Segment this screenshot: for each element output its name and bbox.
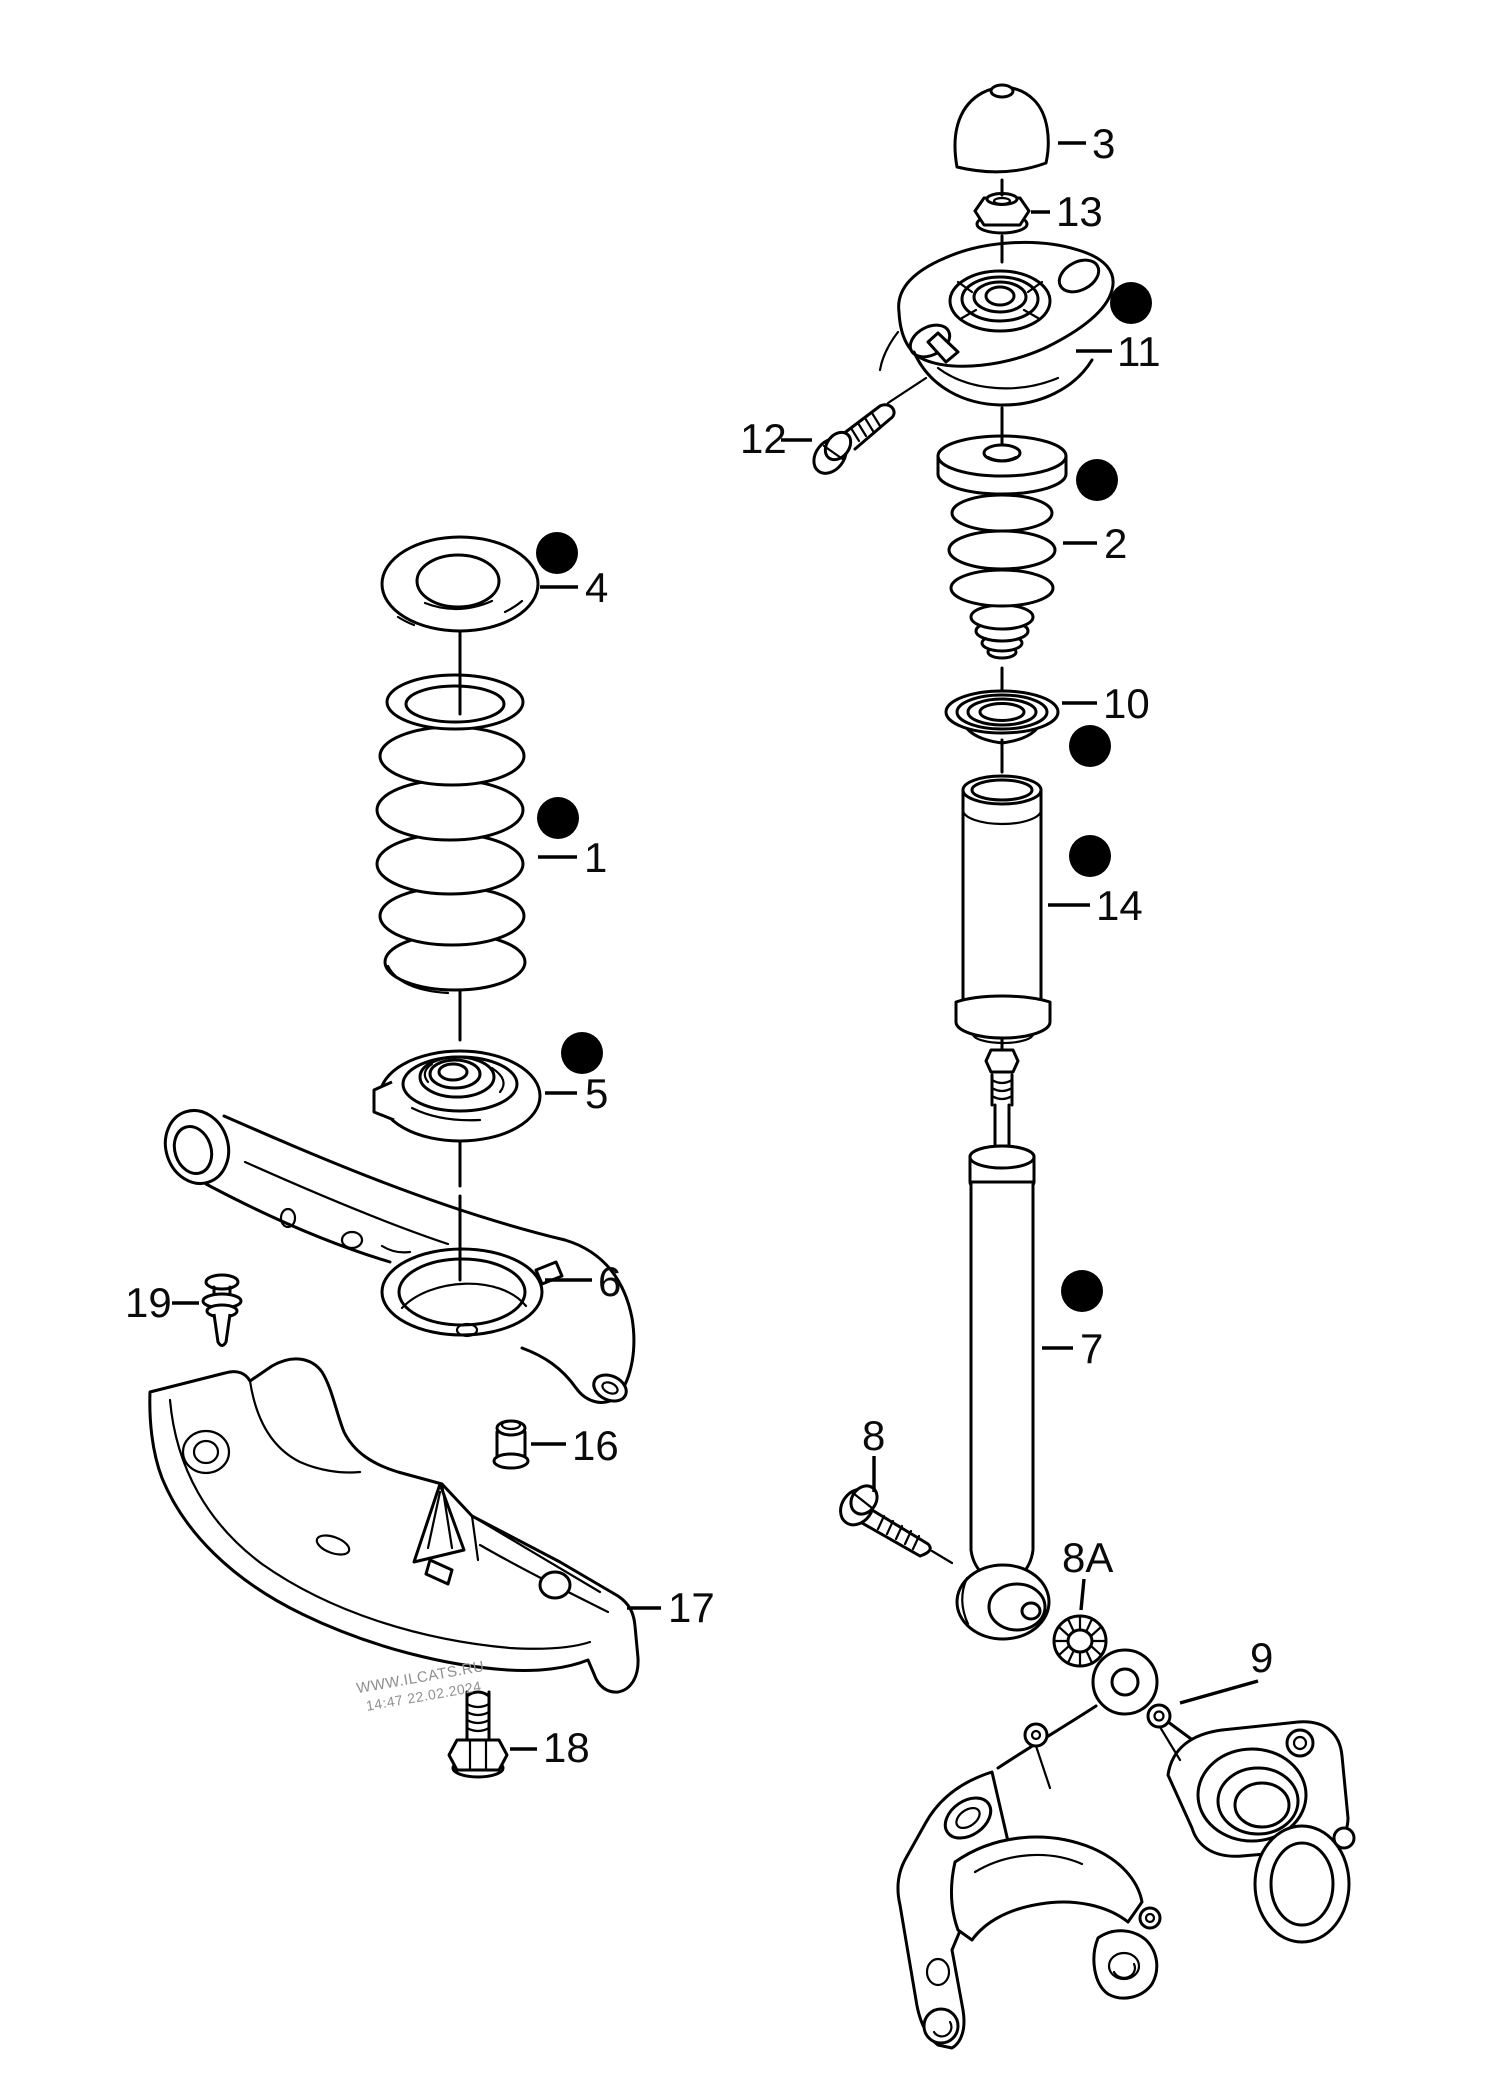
callout-label-1[interactable]: 1 bbox=[584, 834, 607, 881]
bolt-part-12 bbox=[812, 376, 928, 475]
assembly-axis-lines bbox=[458, 178, 1004, 1282]
nut-part-13 bbox=[973, 192, 1031, 235]
spring-cup-part-10 bbox=[944, 689, 1060, 745]
callout-label-13[interactable]: 13 bbox=[1056, 188, 1103, 235]
callout-label-8[interactable]: 8 bbox=[862, 1412, 885, 1459]
callout-label-4[interactable]: 4 bbox=[585, 564, 608, 611]
callout-label-9[interactable]: 9 bbox=[1250, 1634, 1273, 1681]
callout-label-2[interactable]: 2 bbox=[1104, 520, 1127, 567]
callout-label-10[interactable]: 10 bbox=[1103, 680, 1150, 727]
shock-piston-rod bbox=[984, 1048, 1020, 1153]
callout-dot-7[interactable] bbox=[1061, 1270, 1103, 1312]
lower-spring-seat-part-5 bbox=[372, 1049, 542, 1143]
cover-plate-part-17 bbox=[148, 1357, 640, 1694]
callout-label-6[interactable]: 6 bbox=[598, 1258, 621, 1305]
wheel-bearing-housing-part-9 bbox=[896, 1648, 1356, 2050]
callout-leader-9 bbox=[1179, 1679, 1259, 1705]
upper-spring-pad-part-4 bbox=[380, 535, 540, 633]
callout-leader-8A bbox=[1079, 1578, 1086, 1611]
buffer-sleeve-part-16 bbox=[492, 1419, 530, 1470]
coil-spring-part-1 bbox=[375, 673, 527, 995]
strut-top-mount-part-11 bbox=[878, 240, 1115, 407]
callout-label-7[interactable]: 7 bbox=[1080, 1325, 1103, 1372]
callout-label-11[interactable]: 11 bbox=[1117, 328, 1161, 375]
callout-label-12[interactable]: 12 bbox=[740, 415, 787, 462]
callout-dot-14[interactable] bbox=[1069, 835, 1111, 877]
expander-rivet-part-19 bbox=[201, 1273, 243, 1347]
callout-dot-10[interactable] bbox=[1069, 725, 1111, 767]
shock-absorber-part-7 bbox=[955, 1144, 1051, 1641]
callout-dot-1[interactable] bbox=[537, 797, 579, 839]
callout-label-3[interactable]: 3 bbox=[1092, 120, 1115, 167]
bump-stop-part-2 bbox=[936, 434, 1068, 660]
callout-label-8A[interactable]: 8A bbox=[1062, 1534, 1113, 1581]
bolt-part-18 bbox=[447, 1690, 509, 1779]
serrated-washer-part-8a bbox=[1052, 1614, 1108, 1668]
watermark: WWW.ILCATS.RU 14:47 22.02.2024 bbox=[355, 1658, 486, 1714]
callout-label-19[interactable]: 19 bbox=[125, 1279, 172, 1326]
callout-label-18[interactable]: 18 bbox=[543, 1724, 590, 1771]
callout-label-5[interactable]: 5 bbox=[585, 1070, 608, 1117]
lower-control-arm-part-6 bbox=[163, 1109, 636, 1404]
callout-dot-5[interactable] bbox=[561, 1032, 603, 1074]
callout-dot-11[interactable] bbox=[1110, 282, 1152, 324]
bolt-part-8 bbox=[839, 1484, 954, 1565]
callout-label-17[interactable]: 17 bbox=[668, 1584, 715, 1631]
protective-tube-part-14 bbox=[954, 774, 1052, 1045]
callout-label-16[interactable]: 16 bbox=[572, 1422, 619, 1469]
protective-cap-part-3 bbox=[953, 83, 1050, 174]
callout-dot-4[interactable] bbox=[536, 532, 578, 574]
callout-label-14[interactable]: 14 bbox=[1096, 882, 1143, 929]
callout-dot-2[interactable] bbox=[1076, 459, 1118, 501]
